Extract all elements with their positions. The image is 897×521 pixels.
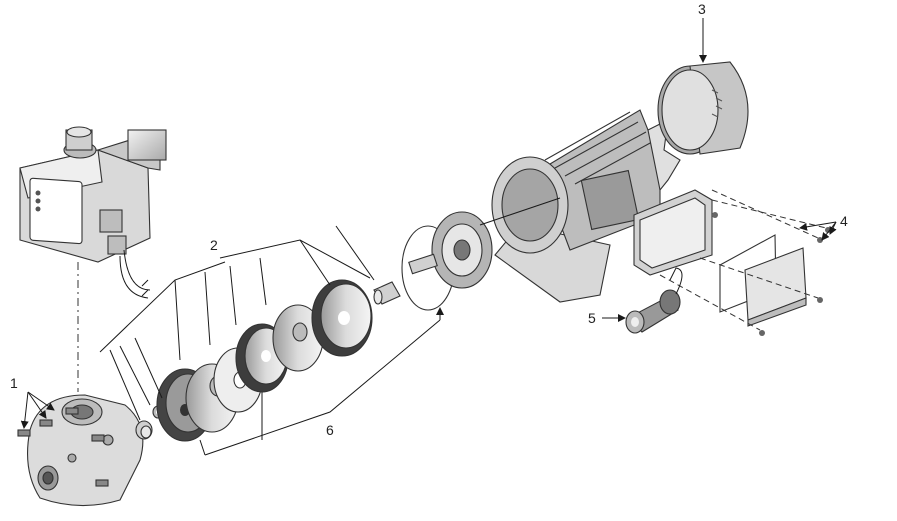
terminal-box-base [633, 189, 713, 276]
pump-head-housing [27, 394, 144, 507]
spacer-sleeve [373, 281, 401, 305]
callout-4: 4 [840, 213, 848, 229]
terminal-box-screws [712, 212, 831, 336]
diffuser-2 [272, 304, 324, 372]
callout-6: 6 [326, 422, 334, 438]
impeller-3 [311, 279, 373, 357]
leader-lines [20, 18, 837, 456]
callout-3: 3 [698, 1, 706, 17]
cap-nut [135, 420, 153, 440]
motor-assembly [479, 109, 681, 303]
callout-5: 5 [588, 310, 596, 326]
terminal-box-cover [744, 247, 807, 327]
fan-cover [657, 61, 749, 155]
capacitor [625, 267, 683, 334]
mechanical-seal-rotor [408, 211, 493, 289]
callout-2: 2 [210, 237, 218, 253]
callout-1: 1 [10, 375, 18, 391]
housing-screws [17, 407, 109, 487]
assembly-guide-lines [659, 189, 827, 331]
pressure-controller [19, 126, 167, 299]
